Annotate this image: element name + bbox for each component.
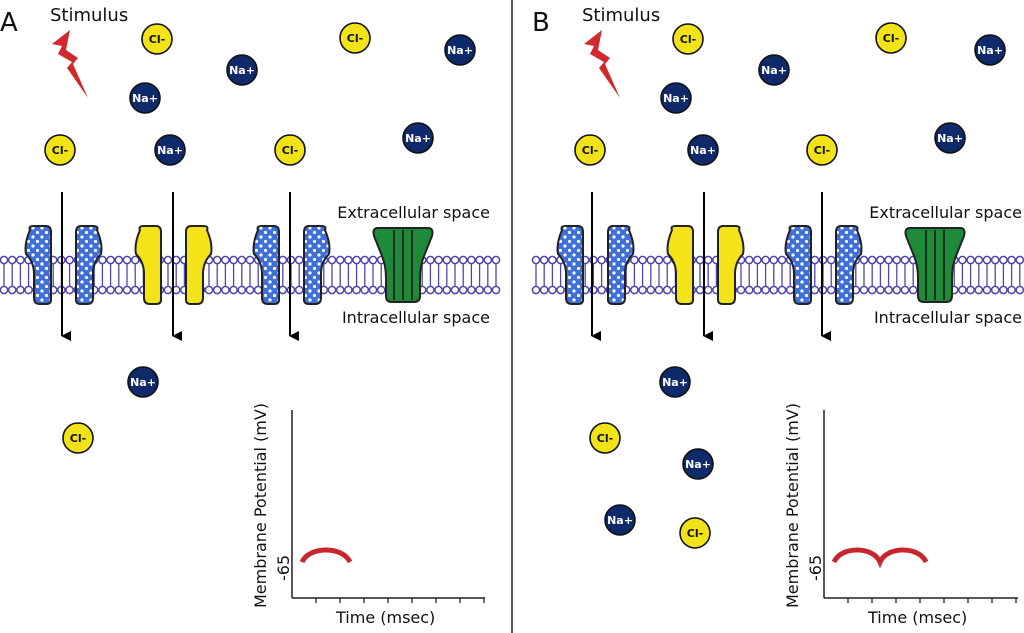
membrane-potential-graph: Membrane Potential (mV) -65 Time (msec) <box>783 403 1018 627</box>
na-ion: Na+ <box>127 366 159 398</box>
cl-ion: Cl- <box>875 22 907 54</box>
na-ion: Na+ <box>660 82 692 114</box>
na-ion: Na+ <box>682 448 714 480</box>
extracellular-ions: Cl- Na+ Na+ Cl- Na+ Cl- Na+ Cl- Na+ <box>44 22 476 166</box>
na-ion: Na+ <box>604 504 636 536</box>
ion-label: Na+ <box>977 44 1003 57</box>
na-ion: Na+ <box>402 122 434 154</box>
cl-ion: Cl- <box>589 422 621 454</box>
y-axis-title: Membrane Potential (mV) <box>251 403 270 608</box>
ion-label: Na+ <box>405 132 431 145</box>
cl-ion: Cl- <box>44 134 76 166</box>
na-channel <box>784 225 863 305</box>
cl-ion: Cl- <box>339 22 371 54</box>
panel-b: B Stimulus Extracel <box>531 5 1024 627</box>
intracellular-ions: Na+ Cl- Na+ Na+ Cl- <box>589 366 714 549</box>
closed-channel <box>372 227 434 303</box>
na-ion: Na+ <box>659 366 691 398</box>
ion-label: Na+ <box>157 144 183 157</box>
ion-label: Cl- <box>70 432 86 445</box>
na-ion: Na+ <box>129 82 161 114</box>
intracellular-ions: Na+ Cl- <box>62 366 159 454</box>
na-ion: Na+ <box>444 34 476 66</box>
ion-label: Na+ <box>130 376 156 389</box>
stimulus-label: Stimulus <box>50 5 128 26</box>
closed-channel <box>904 227 966 303</box>
cl-ion: Cl- <box>274 134 306 166</box>
cl-ion: Cl- <box>672 23 704 55</box>
extracellular-ions: Cl- Na+ Na+ Cl- Na+ Cl- Na+ Cl- Na+ <box>574 22 1006 166</box>
ion-label: Cl- <box>687 527 703 540</box>
ion-label: Na+ <box>447 44 473 57</box>
ion-label: Cl- <box>680 33 696 46</box>
ion-label: Cl- <box>814 144 830 157</box>
cl-ion: Cl- <box>62 422 94 454</box>
cl-ion: Cl- <box>574 134 606 166</box>
intracellular-label: Intracellular space <box>874 308 1022 327</box>
ion-label: Na+ <box>690 144 716 157</box>
ion-label: Na+ <box>663 92 689 105</box>
membrane-potential-graph: Membrane Potential (mV) -65 Time (msec) <box>251 403 485 627</box>
x-axis-title: Time (msec) <box>335 608 435 627</box>
x-ticks <box>847 598 1017 603</box>
na-ion: Na+ <box>154 134 186 166</box>
y-tick-label: -65 <box>806 555 825 581</box>
membrane-potential-trace <box>299 547 353 564</box>
ion-label: Na+ <box>761 64 787 77</box>
ion-label: Cl- <box>582 144 598 157</box>
cl-ion: Cl- <box>141 23 173 55</box>
y-axis-title: Membrane Potential (mV) <box>783 403 802 608</box>
panel-a: A Stimulus Extracel <box>0 5 501 627</box>
na-ion: Na+ <box>687 134 719 166</box>
ion-label: Na+ <box>132 92 158 105</box>
na-ion: Na+ <box>758 54 790 86</box>
ion-label: Na+ <box>685 458 711 471</box>
stimulus-bolt-icon <box>584 30 620 98</box>
ion-label: Cl- <box>149 33 165 46</box>
membrane-potential-trace <box>831 547 929 569</box>
na-ion: Na+ <box>226 54 258 86</box>
ion-label: Na+ <box>607 514 633 527</box>
na-channel <box>252 225 331 305</box>
na-ion: Na+ <box>974 34 1006 66</box>
cl-channel <box>666 225 745 305</box>
x-ticks <box>315 598 485 603</box>
ion-label: Cl- <box>52 144 68 157</box>
panel-letter: B <box>532 8 550 38</box>
extracellular-label: Extracellular space <box>337 203 490 222</box>
ion-label: Na+ <box>662 376 688 389</box>
extracellular-label: Extracellular space <box>869 203 1022 222</box>
ion-label: Cl- <box>883 32 899 45</box>
stimulus-bolt-icon <box>52 30 88 98</box>
cl-ion: Cl- <box>679 517 711 549</box>
panel-letter: A <box>0 8 18 38</box>
stimulus-label: Stimulus <box>582 5 660 26</box>
x-axis-title: Time (msec) <box>867 608 967 627</box>
na-ion: Na+ <box>934 122 966 154</box>
membrane <box>531 192 1024 341</box>
y-tick-label: -65 <box>274 555 293 581</box>
ion-label: Cl- <box>597 432 613 445</box>
ion-label: Cl- <box>282 144 298 157</box>
na-channel <box>556 225 635 305</box>
ion-label: Na+ <box>937 132 963 145</box>
na-channel <box>24 225 103 305</box>
cl-channel <box>134 225 213 305</box>
membrane <box>0 192 501 341</box>
cl-ion: Cl- <box>806 134 838 166</box>
ion-label: Cl- <box>347 32 363 45</box>
ion-label: Na+ <box>229 64 255 77</box>
intracellular-label: Intracellular space <box>342 308 490 327</box>
